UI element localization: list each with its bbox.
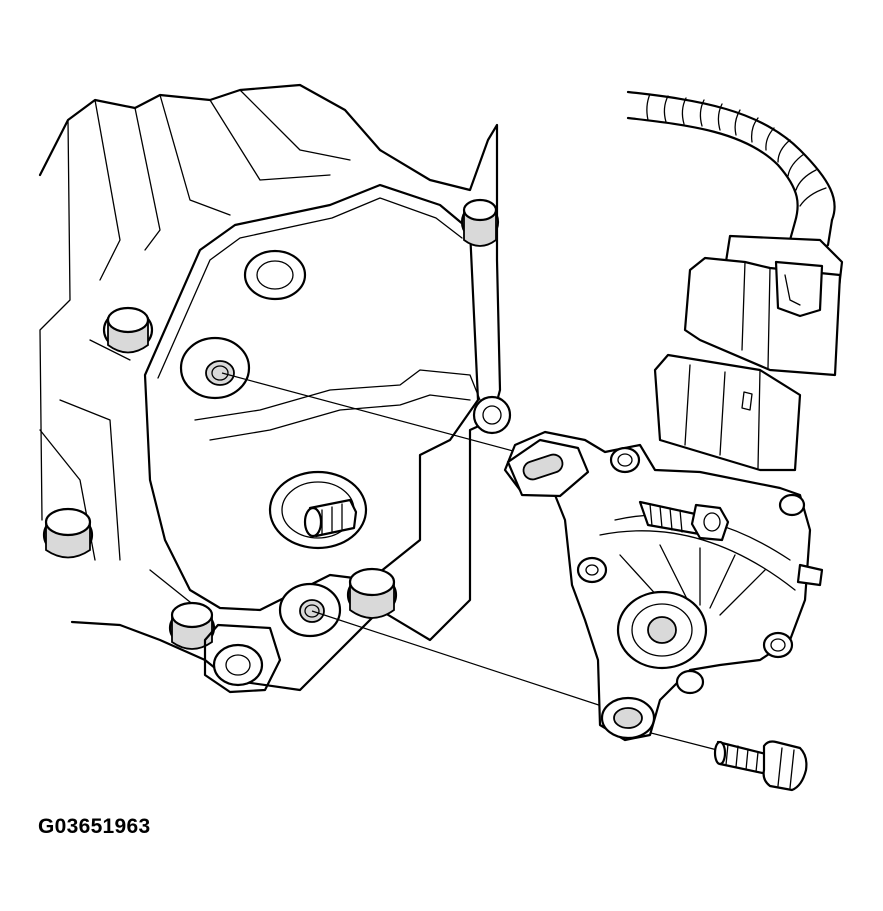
mounting-bolt	[713, 740, 808, 792]
electrical-connector	[653, 234, 844, 472]
transmission-range-sensor	[503, 430, 824, 742]
transmission-case	[38, 83, 512, 694]
wiring-harness	[626, 90, 836, 257]
figure-code: G03651963	[38, 815, 151, 838]
